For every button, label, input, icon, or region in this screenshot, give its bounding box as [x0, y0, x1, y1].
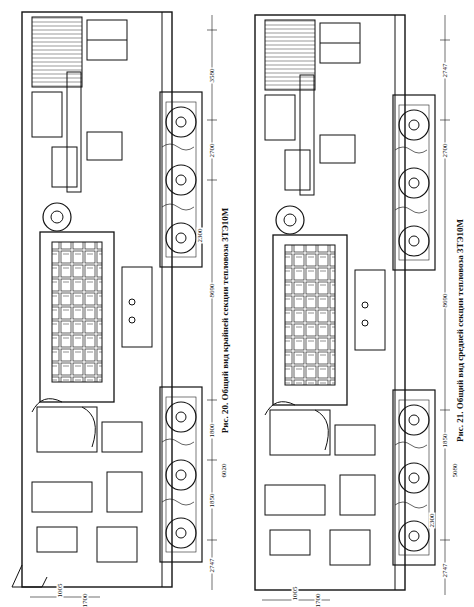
dimension: 1850: [442, 432, 449, 448]
dimension: 2747: [209, 557, 216, 573]
dimension: 1800: [209, 422, 216, 438]
dimension: 2300: [197, 227, 204, 243]
dimension: 3580: [209, 67, 216, 83]
dimension: 2700: [442, 142, 449, 158]
figure-caption: Рис. 21. Общий вид средней секции теплов…: [456, 217, 465, 442]
dimension: 6020: [221, 462, 228, 478]
dimension: 2300: [429, 512, 436, 528]
dimension: 2747: [442, 562, 449, 578]
dimension: 1005: [292, 585, 299, 601]
dimension: 1700: [82, 592, 89, 607]
dimension: 2700: [209, 142, 216, 158]
dimension: 1850: [209, 492, 216, 508]
dimension: 1700: [315, 592, 322, 607]
dimension: 8690: [442, 292, 449, 308]
dimension: 8690: [209, 282, 216, 298]
dimension: 5080: [452, 462, 459, 478]
dimension: 2747: [442, 62, 449, 78]
figure-caption: Рис. 20. Общий вид крайней секции теплов…: [222, 206, 231, 434]
dimension: 1005: [57, 582, 64, 598]
